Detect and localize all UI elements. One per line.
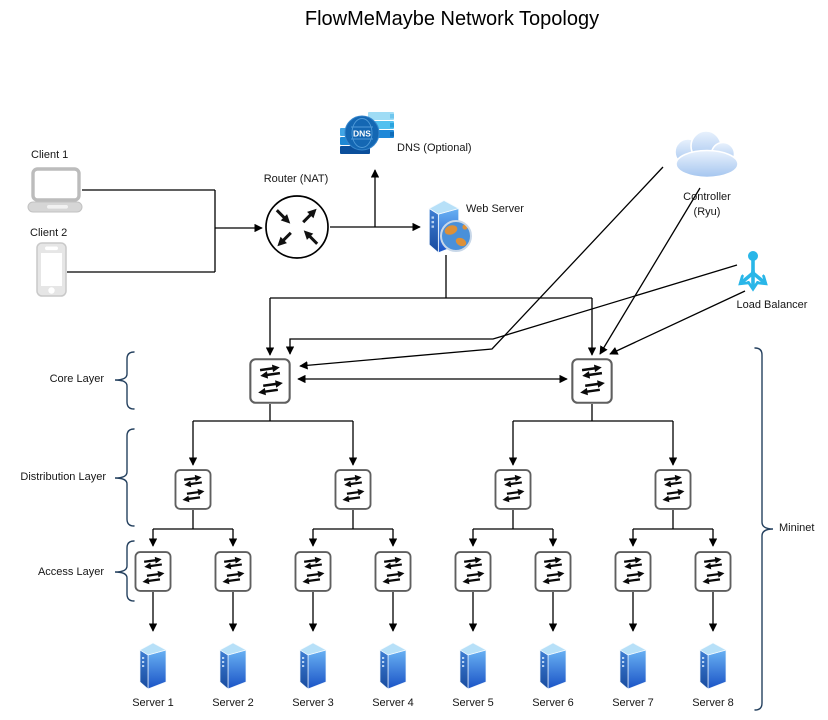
router-icon [265, 195, 329, 259]
edge-dist1-access [153, 510, 233, 530]
mininet-label: Mininet [779, 522, 815, 534]
access-switch-8 [694, 551, 732, 592]
dist-switch-4 [654, 469, 692, 510]
load-balancer-icon [741, 251, 765, 288]
server-icon-3 [299, 642, 327, 690]
access-switch-5 [454, 551, 492, 592]
edge-dist4-access [633, 510, 713, 530]
core-switch-2 [571, 358, 613, 404]
server7-label: Server 7 [612, 697, 654, 709]
access-layer-switches [134, 551, 732, 592]
server-icon-6 [539, 642, 567, 690]
dns-server-icon: DNS [340, 112, 394, 154]
edge-core1-dist [193, 404, 353, 422]
edge-dist3-access [473, 510, 553, 530]
server-icon-7 [619, 642, 647, 690]
cloud-icon [674, 130, 739, 179]
edge-controller-core1 [299, 166, 664, 370]
client1-label: Client 1 [31, 149, 69, 161]
load-balancer-label: Load Balancer [736, 299, 808, 311]
laptop-icon [27, 167, 83, 213]
dns-icon-text: DNS [353, 129, 371, 139]
server6-label: Server 6 [532, 697, 574, 709]
controller-label-line2: (Ryu) [693, 206, 721, 218]
mininet-brace [754, 347, 774, 711]
core-layer-label: Core Layer [49, 373, 104, 385]
dist-switch-1 [174, 469, 212, 510]
layer-braces [114, 347, 774, 711]
core-switch-1 [249, 358, 291, 404]
access-switch-2 [214, 551, 252, 592]
dist-switch-2 [334, 469, 372, 510]
server8-label: Server 8 [692, 697, 734, 709]
access-switch-7 [614, 551, 652, 592]
edge-loadbalancer-core2 [609, 290, 746, 355]
smartphone-icon [36, 242, 67, 297]
access-switch-1 [134, 551, 172, 592]
server4-label: Server 4 [372, 697, 414, 709]
edge-controller-core2 [599, 187, 701, 355]
distribution-layer-switches [174, 469, 692, 510]
connector-lines [67, 166, 746, 632]
access-switch-4 [374, 551, 412, 592]
server5-label: Server 5 [452, 697, 494, 709]
dns-label: DNS (Optional) [397, 142, 472, 154]
server-icon-4 [379, 642, 407, 690]
access-switch-3 [294, 551, 332, 592]
distribution-layer-label: Distribution Layer [20, 471, 106, 483]
distribution-layer-brace [114, 428, 135, 527]
server-icon-1 [139, 642, 167, 690]
access-switch-6 [534, 551, 572, 592]
router-label: Router (NAT) [263, 173, 329, 185]
server2-label: Server 2 [212, 697, 254, 709]
access-layer-brace [114, 540, 135, 602]
server-globe-icon [428, 199, 472, 254]
server-icon-8 [699, 642, 727, 690]
server-icon-5 [459, 642, 487, 690]
diagram-title: FlowMeMaybe Network Topology [304, 8, 600, 30]
edge-loadbalancer-core1 [285, 264, 738, 355]
web-server-label: Web Server [466, 203, 524, 215]
dist-switch-3 [494, 469, 532, 510]
edge-dist2-access [313, 510, 393, 530]
server1-label: Server 1 [132, 697, 174, 709]
server3-label: Server 3 [292, 697, 334, 709]
access-layer-label: Access Layer [37, 566, 104, 578]
client2-label: Client 2 [30, 227, 68, 239]
core-layer-brace [114, 351, 135, 410]
controller-label-line1: Controller [683, 191, 731, 203]
server-icons [139, 642, 727, 690]
server-icon-2 [219, 642, 247, 690]
edge-core2-dist [513, 404, 673, 422]
